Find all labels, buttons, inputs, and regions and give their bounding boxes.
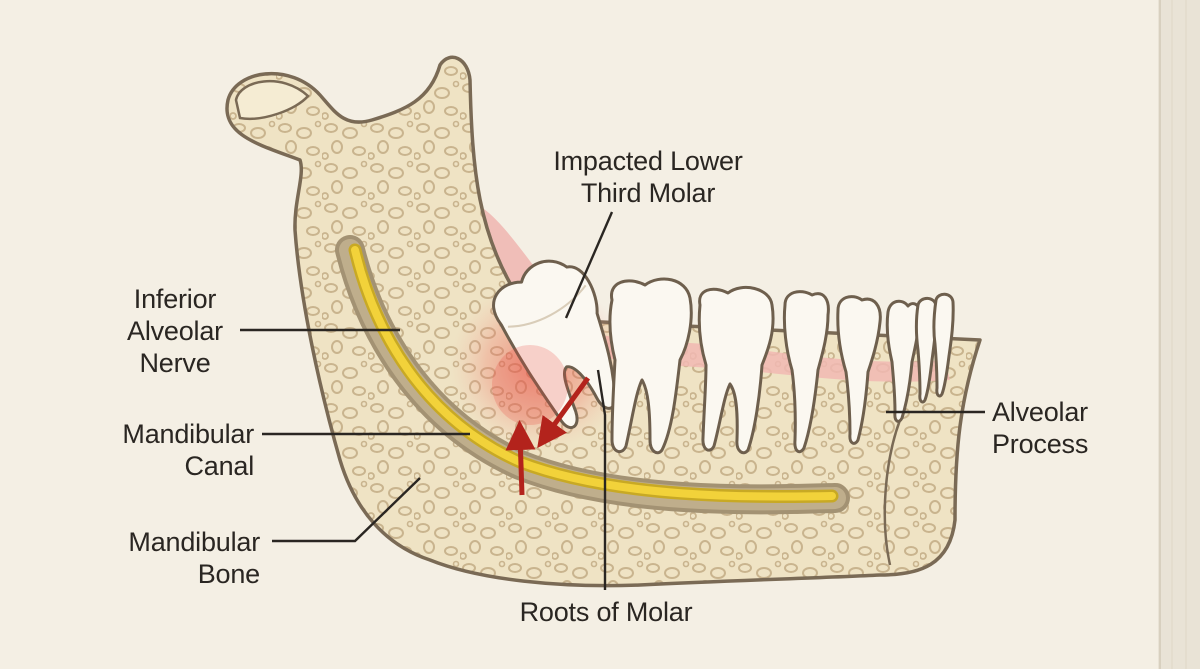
leader-roots-of-molar	[596, 369, 607, 590]
label-roots-of-molar: Roots of Molar	[486, 596, 726, 628]
condyle	[234, 80, 310, 121]
leader-lines	[240, 211, 985, 590]
label-mandibular-bone: Mandibular Bone	[96, 526, 260, 590]
chin-cortex	[883, 419, 902, 566]
label-bone-line-1: Mandibular	[128, 527, 260, 557]
first-premolar	[836, 295, 882, 445]
label-mandibular-canal: Mandibular Canal	[96, 418, 254, 482]
pressure-arrow-diagonal	[537, 376, 591, 449]
label-impacted-line-2: Third Molar	[580, 178, 716, 208]
impacted-molar-redness	[492, 345, 568, 425]
label-bone-line-2: Bone	[197, 559, 260, 589]
label-impacted-third-molar: Impacted Lower Third Molar	[528, 145, 768, 209]
label-inferior-alveolar-nerve: Inferior Alveolar Nerve	[110, 283, 240, 379]
erupted-teeth	[608, 277, 955, 455]
canine	[885, 299, 922, 423]
label-nerve-line-2: Alveolar	[127, 316, 223, 346]
label-alveolar-process: Alveolar Process	[992, 396, 1142, 460]
pressure-arrow-vertical	[505, 420, 536, 496]
label-nerve-line-3: Nerve	[139, 348, 211, 378]
label-impacted-line-1: Impacted Lower	[553, 146, 743, 176]
leader-impacted-molar	[564, 211, 614, 319]
central-incisor	[932, 292, 955, 398]
page-edge	[1158, 0, 1200, 669]
label-process-line-1: Alveolar	[992, 397, 1088, 427]
label-canal-line-1: Mandibular	[122, 419, 254, 449]
leader-mandibular-bone	[272, 477, 421, 543]
second-premolar	[782, 290, 830, 454]
first-molar	[697, 285, 775, 455]
label-nerve-line-1: Inferior	[133, 284, 217, 314]
second-molar	[608, 277, 693, 455]
label-process-line-2: Process	[992, 429, 1089, 459]
label-roots-line-1: Roots of Molar	[519, 597, 693, 627]
label-canal-line-2: Canal	[184, 451, 254, 481]
mandible-bone	[225, 55, 982, 588]
